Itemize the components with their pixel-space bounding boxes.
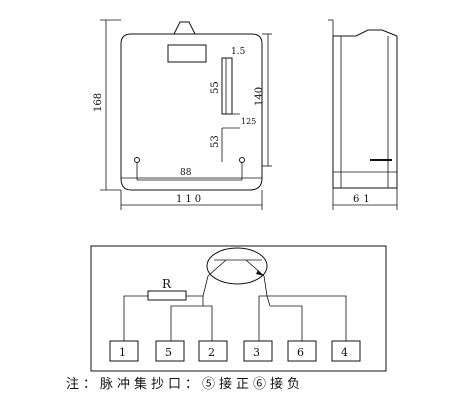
terminal-block: 1 5 2 3 6 4 <box>109 340 361 362</box>
terminal-label-1: 1 <box>119 346 126 359</box>
terminal-strip <box>221 57 233 115</box>
terminal-2 <box>198 340 228 362</box>
dim-upper: 55 <box>210 81 221 94</box>
wire-t3 <box>258 295 267 341</box>
dim-height-inner: 140 <box>254 87 265 106</box>
wire-t6-link <box>266 295 271 307</box>
dim-lower: 53 <box>210 135 221 148</box>
wire-t5 <box>170 296 204 341</box>
hanging-hook <box>173 21 196 35</box>
terminal-5 <box>155 340 185 362</box>
dim-mount-span: 88 <box>180 168 192 178</box>
front-housing-outline <box>120 33 263 191</box>
display-window <box>167 44 207 63</box>
wiring-diagram: R 1 5 2 3 6 4 <box>90 245 387 372</box>
mount-hole-left <box>134 157 140 163</box>
terminal-label-3: 3 <box>253 346 260 359</box>
transistor-arrow <box>256 270 264 276</box>
resistor-label: R <box>162 277 172 291</box>
terminal-label-4: 4 <box>341 346 348 359</box>
terminal-label-6: 6 <box>297 346 304 359</box>
terminal-1 <box>109 340 139 362</box>
wire-transistor-resistor <box>186 275 209 297</box>
resistor <box>147 290 187 301</box>
dim-mid: 125 <box>241 117 256 126</box>
terminal-label-2: 2 <box>208 346 215 359</box>
wire-resistor-t1 <box>123 295 148 341</box>
mount-hole-right <box>239 157 245 163</box>
wiring-note: 注：脉冲集抄口：⑤接正⑥接负 <box>66 376 304 392</box>
terminal-6 <box>287 340 317 362</box>
side-housing-outline <box>332 29 398 189</box>
dim-window-offset: 1.5 <box>231 47 246 57</box>
dim-width: 110 <box>176 194 204 205</box>
front-view: 88 168 140 1.5 55 125 53 110 <box>93 19 272 210</box>
wiring-frame <box>90 245 387 372</box>
terminal-3 <box>243 340 273 362</box>
wire-t6 <box>270 305 303 341</box>
dim-depth: 61 <box>353 194 374 205</box>
wire-t2 <box>203 305 213 341</box>
terminal-label-5: 5 <box>165 346 172 359</box>
side-view: 61 <box>328 19 398 210</box>
wire-t4 <box>263 275 347 341</box>
dim-height-outer: 168 <box>93 93 104 112</box>
terminal-4 <box>331 340 361 362</box>
transistor-symbol <box>206 247 268 285</box>
transistor-emitter-left <box>207 259 227 277</box>
